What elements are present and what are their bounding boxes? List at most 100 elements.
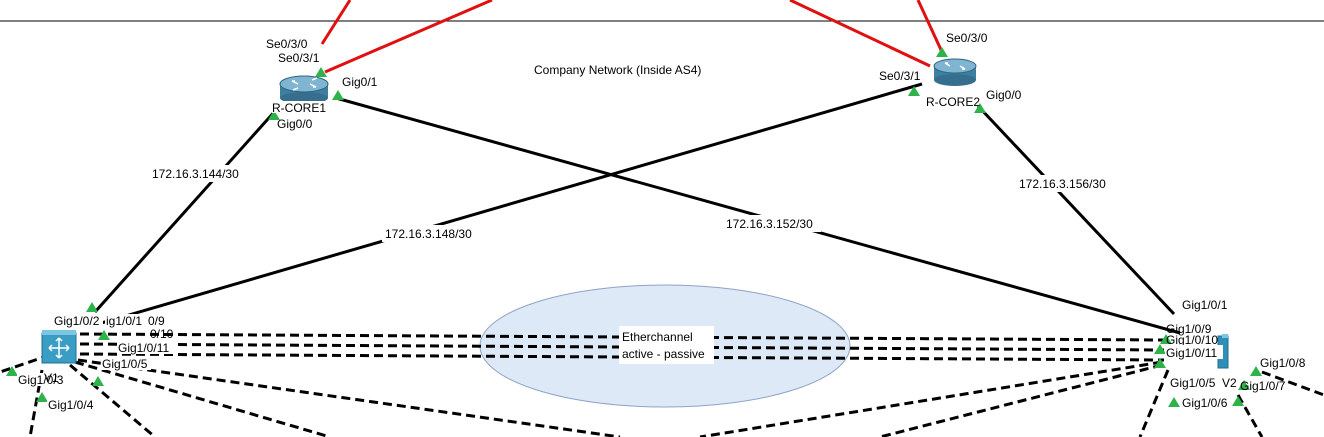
link-r1-ds1[interactable] xyxy=(93,108,278,314)
interface-label: Se0/3/1 xyxy=(879,69,921,83)
label-bg xyxy=(53,314,103,327)
access-link[interactable] xyxy=(1236,394,1264,437)
etherchannel-label: Etherchannel xyxy=(622,330,693,344)
port-up-indicator xyxy=(1154,344,1166,354)
access-link[interactable] xyxy=(1261,370,1324,397)
port-up-indicator xyxy=(332,90,344,100)
interface-label: Gig0/0 xyxy=(277,117,313,131)
router-arrows-icon xyxy=(291,77,318,91)
interface-label: 0/10 xyxy=(150,327,174,341)
interface-label: Gig1/0/2 xyxy=(54,314,100,328)
interface-label: Gig1/0/5 xyxy=(102,357,148,371)
etherchannel-link[interactable] xyxy=(79,352,1165,362)
switch-ds1[interactable] xyxy=(41,330,77,364)
port-up-indicator xyxy=(1238,380,1250,390)
port-up-indicator xyxy=(86,302,98,312)
subnet-label: 172.16.3.144/30 xyxy=(152,167,239,181)
interface-label: Gig1/0/1 xyxy=(1182,298,1228,312)
label-bg xyxy=(723,215,821,232)
port-up-indicator xyxy=(1250,366,1262,376)
interface-label: Gig1/0/4 xyxy=(48,398,94,412)
serial-link[interactable] xyxy=(789,0,931,68)
link-r2-ds2[interactable] xyxy=(976,104,1176,316)
label-bg xyxy=(47,398,99,411)
access-links xyxy=(0,353,1324,437)
port-up-indicator xyxy=(6,366,18,376)
label-bg xyxy=(149,165,247,182)
interface-label: Se0/3/1 xyxy=(278,51,320,65)
access-link[interactable] xyxy=(74,360,331,437)
router-r-core1[interactable] xyxy=(279,75,329,104)
interface-label: Gig1/0/3 xyxy=(18,373,64,387)
interface-label: Se0/3/0 xyxy=(946,31,988,45)
access-link[interactable] xyxy=(699,360,1163,437)
interface-label: Gig1/0/6 xyxy=(1182,396,1228,410)
interface-label: Se0/3/0 xyxy=(266,37,308,51)
port-indicators xyxy=(6,47,1262,407)
link-r2-ds1[interactable] xyxy=(97,82,923,326)
port-up-indicator xyxy=(1160,334,1172,344)
interface-label: Gig1/0/11 xyxy=(118,341,169,355)
port-up-indicator xyxy=(974,103,986,113)
access-link[interactable] xyxy=(1138,369,1170,437)
interface-label: Gig0/0 xyxy=(986,88,1022,102)
interface-label: Gig1/0/10 xyxy=(1166,333,1218,347)
port-up-indicator xyxy=(936,47,948,57)
etherchannel-links xyxy=(79,332,1165,362)
etherchannel-note: Etherchannel active - passive xyxy=(619,326,714,364)
port-up-indicator xyxy=(315,67,327,77)
etherchannel-mode-label: active - passive xyxy=(622,347,705,361)
label-bg xyxy=(382,225,480,242)
switch-top xyxy=(1222,334,1228,338)
access-link[interactable] xyxy=(69,363,156,437)
subnet-labels: 172.16.3.144/30 172.16.3.148/30 172.16.3… xyxy=(149,165,1114,242)
label-bg xyxy=(1165,345,1223,359)
access-link[interactable] xyxy=(77,358,621,437)
serial-link[interactable] xyxy=(916,0,944,53)
port-up-indicator xyxy=(36,392,48,402)
label-bg xyxy=(1016,175,1114,192)
interface-label: Gig0/1 xyxy=(342,75,378,89)
device-name-r-core1: R-CORE1 xyxy=(272,101,326,115)
label-bg xyxy=(272,101,330,113)
etherchannel-link[interactable] xyxy=(79,342,1165,352)
serial-link[interactable] xyxy=(324,0,493,74)
subnet-label: 172.16.3.148/30 xyxy=(385,227,472,241)
port-up-indicator xyxy=(92,376,104,386)
interface-labels: Se0/3/0 Se0/3/1 Gig0/1 Gig0/0 Se0/3/0 Se… xyxy=(17,31,1306,412)
interface-label: ig1/0/1 xyxy=(106,314,142,328)
serial-links xyxy=(320,0,944,74)
interface-label: Gig1/0/9 xyxy=(1166,322,1212,336)
router-top xyxy=(279,75,329,93)
port-up-indicator xyxy=(1154,358,1166,368)
diagram-title: Company Network (Inside AS4) xyxy=(534,63,701,77)
subnet-label: 172.16.3.152/30 xyxy=(726,217,813,231)
etherchannel-link[interactable] xyxy=(79,332,1165,342)
router-top xyxy=(933,58,977,74)
port-up-indicator xyxy=(268,110,280,120)
label-bg xyxy=(105,314,147,327)
router-r-core2[interactable] xyxy=(933,58,977,86)
router-arrows-icon xyxy=(944,62,966,70)
note-bg xyxy=(619,326,714,364)
subnet-label: 172.16.3.156/30 xyxy=(1019,177,1106,191)
interface-label: 0/9 xyxy=(148,314,165,328)
interface-label: Gig1/0/7 xyxy=(1240,379,1286,393)
access-link[interactable] xyxy=(879,363,1163,437)
label-bg xyxy=(117,340,175,354)
port-up-indicator xyxy=(98,330,110,340)
port-up-indicator xyxy=(1232,396,1244,406)
label-bg xyxy=(101,357,151,370)
access-link[interactable] xyxy=(28,369,44,437)
port-up-indicator xyxy=(908,86,920,96)
serial-link[interactable] xyxy=(320,0,352,45)
switch-top xyxy=(42,330,76,335)
router-side xyxy=(934,74,976,86)
label-bg xyxy=(277,51,325,64)
interface-label: Gig1/0/5 xyxy=(1170,376,1216,390)
port-up-indicator xyxy=(1168,397,1180,407)
device-name-r-core2: R-CORE2 xyxy=(926,95,980,109)
interface-label: Gig1/0/8 xyxy=(1260,356,1306,370)
interface-label: V1 xyxy=(44,371,59,385)
